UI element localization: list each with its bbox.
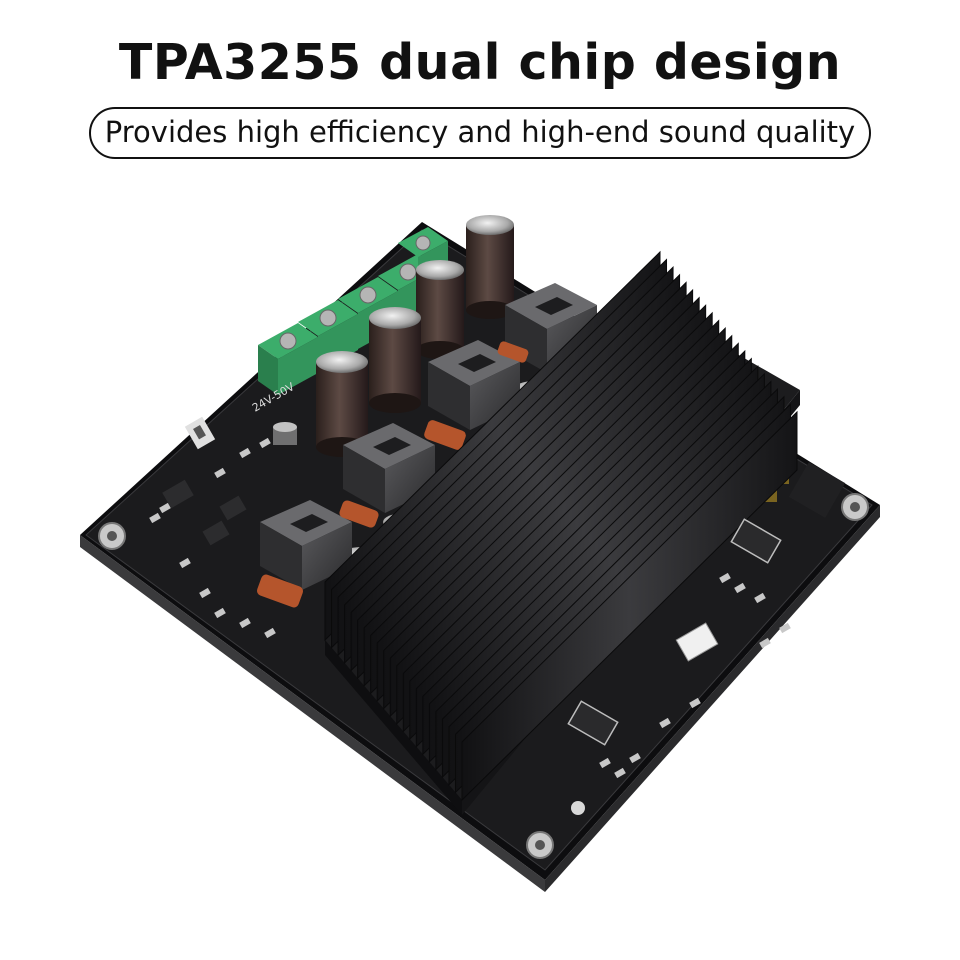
smd-resistor	[754, 592, 766, 604]
smd-resistor	[719, 572, 731, 584]
smd-resistor	[239, 447, 251, 459]
smd-resistor	[659, 717, 671, 729]
smd-resistor	[779, 622, 791, 634]
smd-resistor	[199, 587, 211, 599]
film-capacitors	[256, 341, 529, 608]
smd-components	[162, 416, 846, 815]
smd-resistor	[759, 637, 771, 649]
smd-resistors	[149, 437, 791, 779]
inductors	[260, 283, 597, 590]
mounting-holes	[98, 493, 869, 859]
heatsink-fins	[324, 250, 798, 802]
smd-resistor	[214, 467, 226, 479]
smd-resistor	[214, 607, 226, 619]
heatsink-fin	[461, 410, 798, 802]
smd-resistor	[179, 557, 191, 569]
smd-resistor	[159, 502, 171, 514]
smd-resistor	[689, 697, 701, 709]
smd-resistor	[629, 752, 641, 764]
smd-resistor	[734, 582, 746, 594]
smd-resistor	[149, 512, 161, 524]
page-title: TPA3255 dual chip design	[118, 34, 842, 91]
subtitle-container: Provides high efficiency and high-end so…	[0, 107, 960, 159]
subtitle-pill: Provides high efficiency and high-end so…	[88, 107, 872, 159]
smd-resistor	[259, 437, 271, 449]
smd-resistor	[599, 757, 611, 769]
smd-resistor	[614, 767, 626, 779]
smd-resistor	[264, 627, 276, 639]
amplifier-board-photo: 24V-50V	[80, 215, 880, 892]
smd-resistor	[239, 617, 251, 629]
